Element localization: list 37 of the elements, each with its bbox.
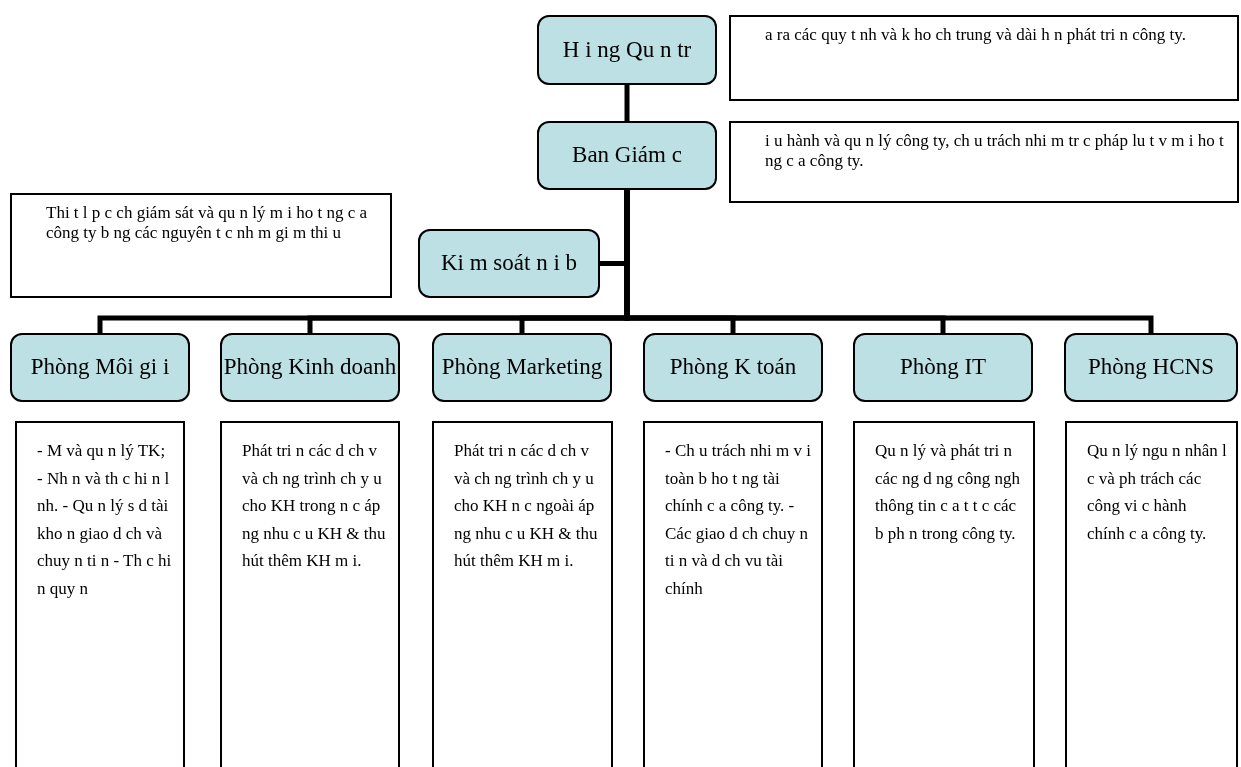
duty-box [220, 421, 400, 767]
org-unit-box [418, 229, 600, 298]
org-unit-box [220, 333, 400, 402]
duty-box [853, 421, 1035, 767]
unit-name: Phòng Marketing [441, 355, 603, 380]
description-text: a ra các quy t nh và k ho ch trung và dài h n phát tri n công ty. [765, 25, 1187, 46]
unit-name: Phòng K toán [669, 355, 797, 380]
description-text: Qu n lý và phát tri n các ng d ng công ngh thông tin c a t t c các b ph n trong công ty. [875, 440, 1021, 545]
description-text: - Ch u trách nhi m v i toàn b ho t ng tài chính c a công ty. - Các giao d ch chuy n ti n và d ch vu tài chính [665, 440, 812, 600]
unit-name: Phòng IT [899, 355, 987, 380]
unit-name: Phòng Kinh doanh [223, 355, 397, 380]
duty-box [1065, 421, 1238, 767]
description-text: Qu n lý ngu n nhân l c và ph trách các công vi c hành chính c a công ty. [1087, 440, 1228, 545]
description-box [10, 193, 392, 298]
org-unit-box [10, 333, 190, 402]
connector-line [624, 85, 630, 121]
unit-name: H i ng Qu n tr [562, 37, 692, 63]
duty-box [432, 421, 613, 767]
org-unit-box [537, 121, 717, 190]
description-text: Thi t l p c ch giám sát và qu n lý m i ho t ng c a công ty b ng các nguyên t c nh m gi m thi u [46, 203, 369, 244]
duty-box [15, 421, 185, 767]
description-text: i u hành và qu n lý công ty, ch u trách nhi m tr c pháp lu t v m i ho t ng c a công ty. [765, 131, 1225, 172]
org-unit-box [853, 333, 1033, 402]
unit-name: Ki m soát n i b [440, 251, 578, 276]
unit-name: Ban Giám c [572, 143, 682, 168]
org-unit-box [537, 15, 717, 85]
description-box [729, 121, 1239, 203]
description-box [729, 15, 1239, 101]
description-text: Phát tri n các d ch v và ch ng trình ch y u cho KH n c ngoài áp ng nhu c u KH & thu hút thêm KH m i. [454, 440, 599, 572]
description-text: - M và qu n lý TK; - Nh n và th c hi n l nh. - Qu n lý s d tài kho n giao d ch và chuy n ti n - Th c hi n quy n [37, 440, 173, 600]
org-unit-box [643, 333, 823, 402]
description-text: Phát tri n các d ch v và ch ng trình ch y u cho KH trong n c áp ng nhu c u KH & thu hút thêm KH m i. [242, 440, 387, 572]
duty-box [643, 421, 823, 767]
unit-name: Phòng HCNS [1088, 355, 1214, 380]
org-unit-box [1064, 333, 1238, 402]
unit-name: Phòng Môi gi i [30, 355, 170, 380]
org-unit-box [432, 333, 612, 402]
